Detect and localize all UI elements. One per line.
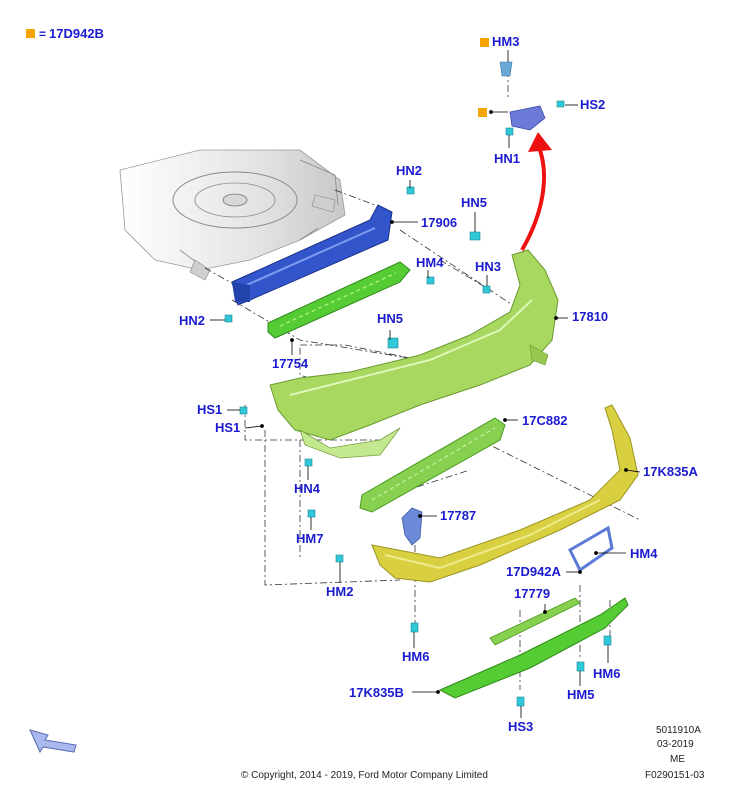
legend-equals: =	[39, 26, 47, 41]
legend-code: 17D942B	[49, 26, 104, 41]
label-hm6-right: HM6	[593, 666, 621, 681]
leader-lines	[210, 50, 641, 718]
label-hm4-right: HM4	[630, 546, 658, 561]
label-hn2-top: HN2	[396, 163, 423, 178]
ref-date: 03-2019	[657, 739, 694, 750]
label-17906: 17906	[421, 215, 458, 230]
top-bracket-17D942B	[499, 61, 546, 131]
ref-figure-id: F0290151-03	[645, 770, 705, 781]
ref-number-1: 5011910A	[656, 725, 701, 736]
label-hn1: HN1	[494, 151, 521, 166]
bumper-cover-17810	[269, 249, 559, 459]
label-hm6-left: HM6	[402, 649, 430, 664]
impact-beam-17906	[231, 204, 393, 306]
label-hn2-left: HN2	[179, 313, 206, 328]
label-hm4-top: HM4	[416, 255, 444, 270]
assembly-direction-arrow	[520, 132, 552, 251]
marker-square-icon	[478, 108, 487, 117]
marker-square-icon	[26, 29, 35, 38]
label-17k835a: 17K835A	[643, 464, 698, 479]
absorber-17C882	[359, 417, 506, 513]
label-hs3: HS3	[508, 719, 534, 734]
ref-region: ME	[670, 754, 685, 765]
label-17c882: 17C882	[522, 413, 568, 428]
bracket-17D942A	[568, 525, 614, 573]
label-hm3: HM3	[492, 34, 520, 49]
legend: = 17D942B	[26, 26, 104, 41]
label-hn4: HN4	[294, 481, 321, 496]
label-hm5: HM5	[567, 687, 595, 702]
label-17754: 17754	[272, 356, 309, 371]
label-hm7: HM7	[296, 531, 324, 546]
diffuser-17K835B	[438, 597, 629, 699]
label-hn5-top: HN5	[461, 195, 488, 210]
label-hs1-b: HS1	[215, 420, 241, 435]
bracket-17787	[401, 507, 423, 546]
label-hs2: HS2	[580, 97, 606, 112]
marker-square-icon	[480, 38, 489, 47]
label-17810: 17810	[572, 309, 609, 324]
vehicle-body-floor	[119, 149, 346, 281]
label-hn3: HN3	[475, 259, 502, 274]
view-direction-arrow-icon	[29, 729, 77, 754]
label-hn5-mid: HN5	[377, 311, 404, 326]
label-17787: 17787	[440, 508, 477, 523]
valance-17K835A	[371, 404, 639, 583]
label-17779: 17779	[514, 586, 551, 601]
label-17k835b: 17K835B	[349, 685, 404, 700]
copyright-text: © Copyright, 2014 - 2019, Ford Motor Com…	[241, 770, 488, 781]
energy-absorber-17754	[267, 261, 411, 339]
label-hs1-a: HS1	[197, 402, 223, 417]
label-17d942a: 17D942A	[506, 564, 561, 579]
label-hm2: HM2	[326, 584, 354, 599]
